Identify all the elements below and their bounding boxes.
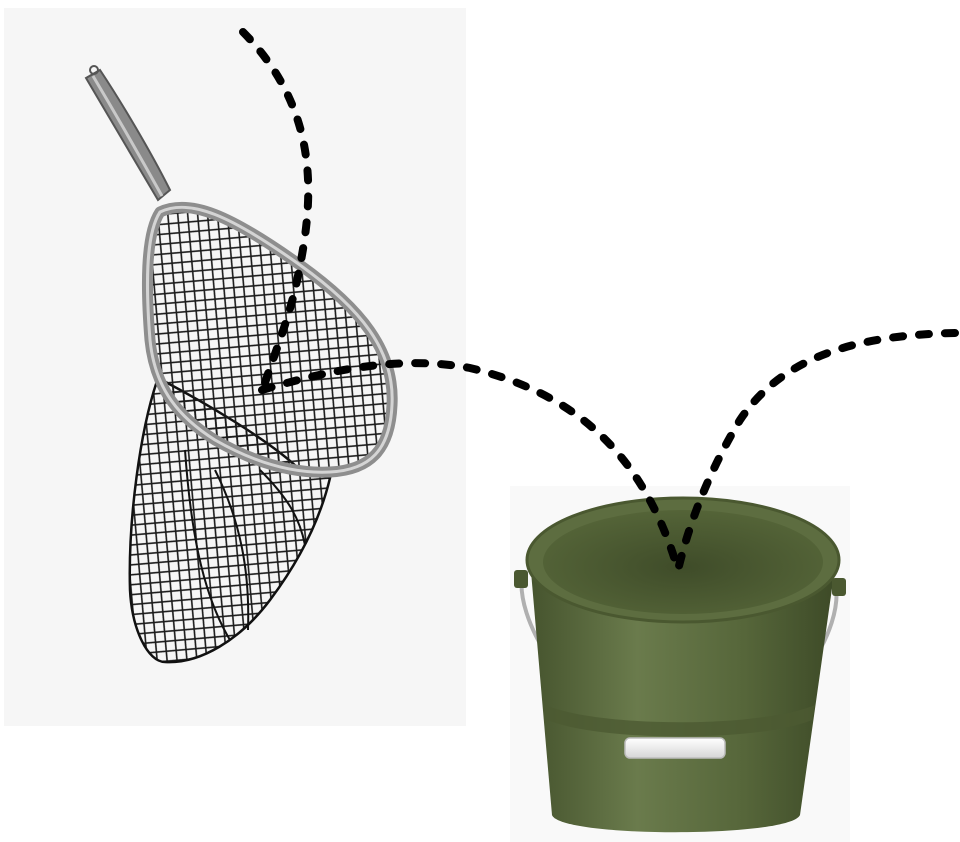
- net-handle-highlight: [93, 76, 162, 196]
- bucket: [514, 498, 846, 832]
- fishing-net: [86, 66, 392, 662]
- bucket-handle-grip: [625, 738, 725, 758]
- bucket-lug-right: [832, 578, 846, 596]
- bucket-lug-left: [514, 570, 528, 588]
